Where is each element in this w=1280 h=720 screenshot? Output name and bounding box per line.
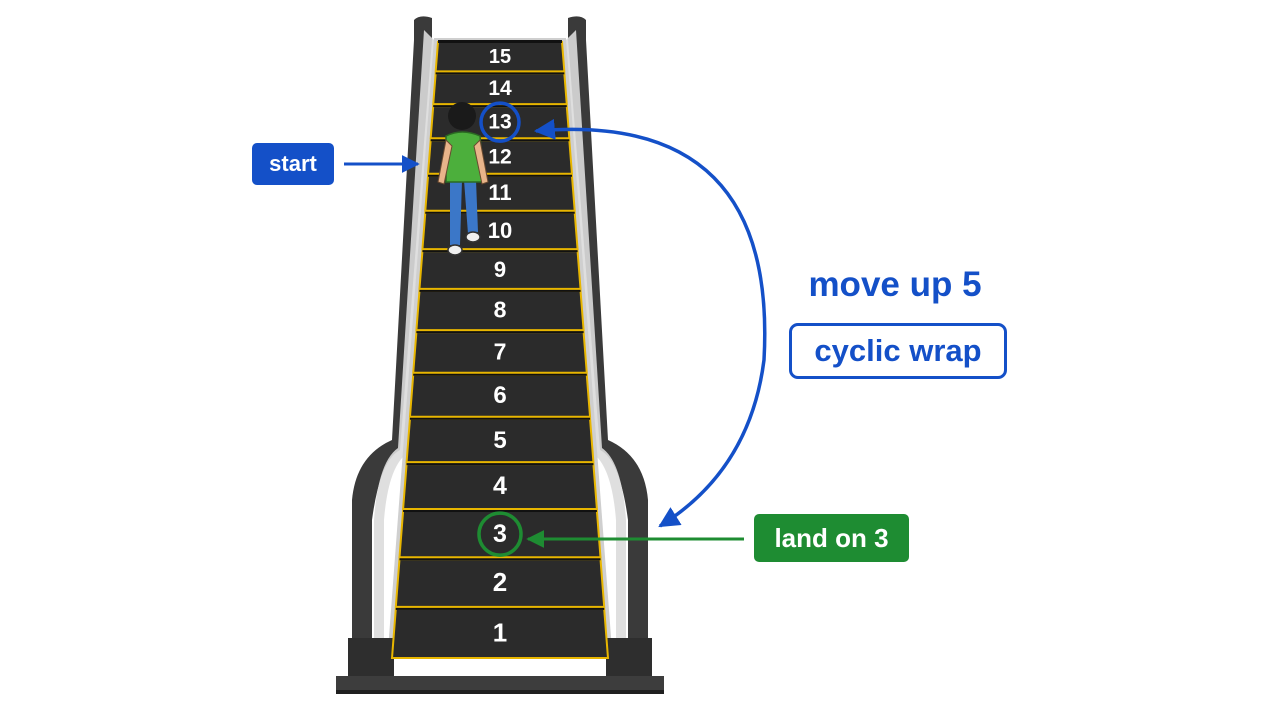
step-riser-7 <box>416 330 584 334</box>
person-left-shoe <box>447 244 463 256</box>
step-number: 3 <box>493 520 507 548</box>
floor-plate <box>336 676 664 694</box>
person-right-leg <box>464 180 478 234</box>
step-riser-15 <box>438 40 562 43</box>
start-step-circle <box>479 101 521 143</box>
cyclic-arrow <box>533 118 767 528</box>
step-number: 5 <box>493 427 506 454</box>
step-number: 15 <box>489 46 511 68</box>
step-riser-14 <box>435 71 565 75</box>
land-step-circle <box>477 511 523 557</box>
left-base <box>348 638 394 680</box>
step-riser-3 <box>403 509 597 513</box>
right-base <box>606 638 652 680</box>
step-riser-9 <box>422 249 578 253</box>
step-number: 14 <box>488 77 512 100</box>
step-number: 2 <box>493 567 507 597</box>
step-number: 12 <box>488 146 511 169</box>
step-riser-2 <box>399 557 601 561</box>
left-glass <box>374 30 434 640</box>
step-number: 1 <box>493 617 507 647</box>
step-riser-1 <box>395 606 605 610</box>
start-label: start <box>252 143 334 185</box>
person-left-leg <box>450 180 462 245</box>
step-number: 4 <box>493 472 507 500</box>
person-figure <box>437 102 489 256</box>
floor-plate-edge <box>336 690 664 694</box>
land-label: land on 3 <box>754 514 909 562</box>
step-riser-10 <box>425 210 575 214</box>
step-riser-4 <box>406 462 594 466</box>
person-right-arm <box>473 138 489 185</box>
person-right-shoe <box>465 231 481 243</box>
step-riser-6 <box>413 372 587 376</box>
step-number: 11 <box>488 180 511 205</box>
cyclic-wrap-label: cyclic wrap <box>789 323 1007 379</box>
move-up-label: move up 5 <box>808 265 982 304</box>
step-number: 8 <box>494 297 507 323</box>
step-riser-13 <box>433 104 567 108</box>
person-left-arm <box>437 138 453 185</box>
step-number: 9 <box>494 257 506 282</box>
step-number: 6 <box>493 382 506 409</box>
step-number: 13 <box>488 111 511 134</box>
step-number: 10 <box>488 218 512 243</box>
step-riser-11 <box>428 173 572 177</box>
person-head <box>448 102 476 130</box>
step-number: 7 <box>494 339 507 365</box>
step-riser-8 <box>419 288 581 292</box>
step-riser-5 <box>409 416 591 420</box>
